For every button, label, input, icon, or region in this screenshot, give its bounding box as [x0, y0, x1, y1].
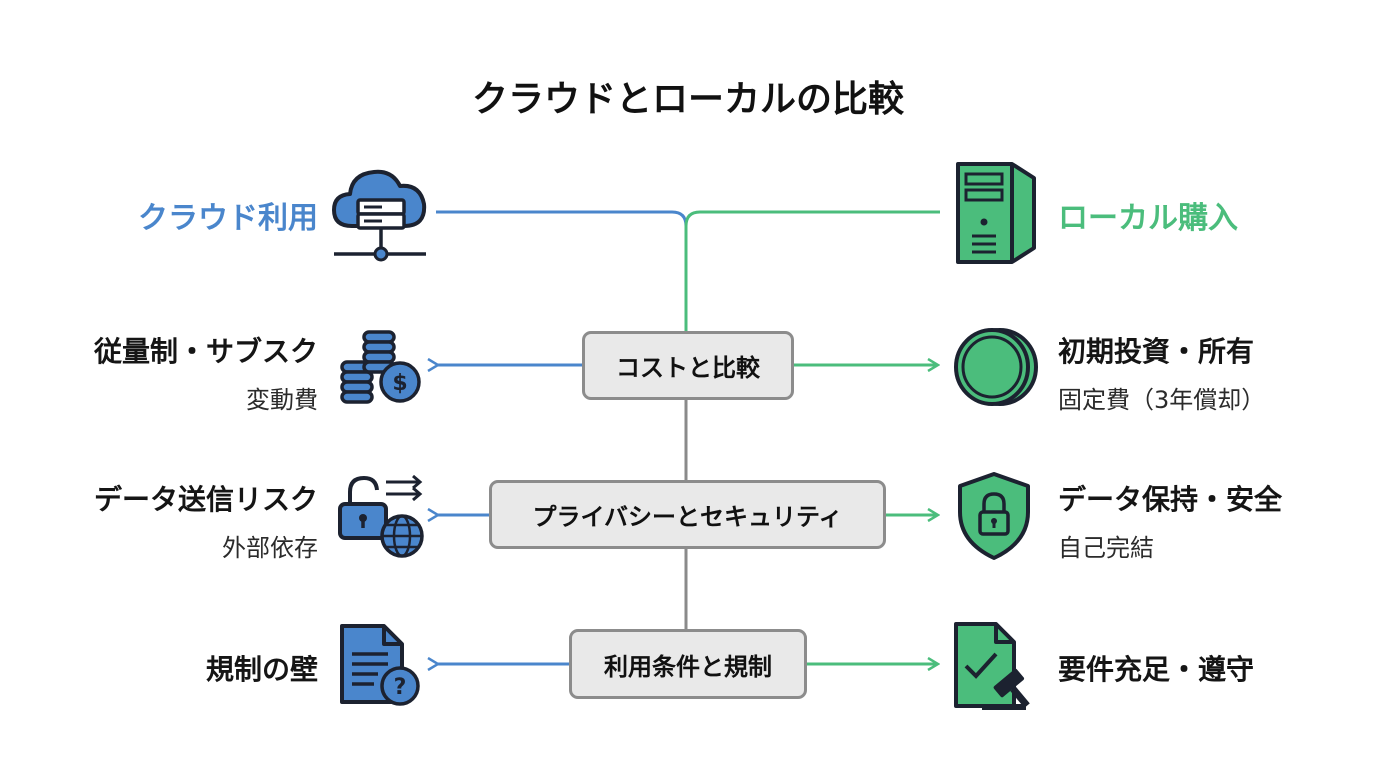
local-cost-main: 初期投資・所有	[1058, 335, 1255, 368]
cloud-connector-line	[436, 210, 688, 332]
local-privacy-sub: 自己完結	[1058, 534, 1154, 562]
cloud-privacy-text: データ送信リスク 外部依存	[94, 478, 318, 563]
server-tower-icon	[956, 162, 1036, 264]
cloud-regulation-main: 規制の壁	[205, 653, 318, 686]
cloud-regulation-text: 規制の壁	[206, 648, 318, 688]
page-title: クラウドとローカルの比較	[471, 79, 904, 120]
cloud-privacy-main: データ送信リスク	[93, 483, 318, 516]
unlocked-transfer-globe-icon	[338, 474, 424, 558]
cloud-heading: クラウド利用	[138, 201, 318, 236]
local-connector-line	[684, 210, 940, 332]
cloud-privacy-sub: 外部依存	[222, 534, 318, 562]
cloud-cost-sub: 変動費	[246, 386, 318, 414]
local-heading: ローカル購入	[1058, 201, 1238, 236]
shield-lock-icon	[958, 472, 1030, 560]
cloud-server-icon	[332, 169, 427, 262]
local-privacy-text: データ保持・安全 自己完結	[1058, 478, 1282, 563]
coins-dollar-icon: $	[340, 330, 421, 404]
document-question-icon: ?	[340, 624, 420, 706]
local-regulation-text: 要件充足・遵守	[1058, 648, 1254, 688]
cost-node: コストと比較	[582, 331, 794, 400]
svg-text:?: ?	[394, 675, 407, 700]
local-cost-text: 初期投資・所有 固定費（3年償却）	[1058, 330, 1265, 415]
local-cost-sub: 固定費（3年償却）	[1058, 386, 1266, 414]
checkmark-gavel-icon	[954, 622, 1030, 710]
cloud-cost-text: 従量制・サブスク 変動費	[94, 330, 318, 415]
privacy-node: プライバシーとセキュリティ	[489, 480, 886, 549]
local-regulation-main: 要件充足・遵守	[1058, 653, 1255, 686]
local-privacy-main: データ保持・安全	[1058, 483, 1283, 516]
regulation-node: 利用条件と規制	[569, 629, 807, 699]
coin-icon	[954, 328, 1038, 406]
svg-text:$: $	[392, 371, 407, 396]
cloud-cost-main: 従量制・サブスク	[93, 335, 318, 368]
